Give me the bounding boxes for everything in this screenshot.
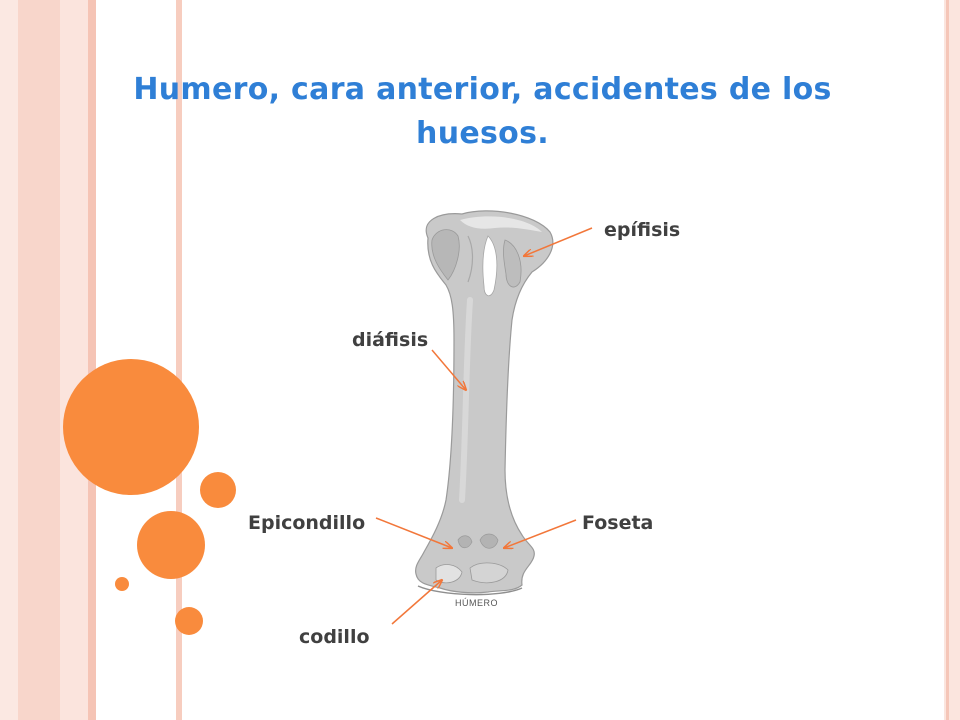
side-band-5	[176, 0, 182, 720]
distal-shadow	[417, 585, 523, 596]
label-foseta: Foseta	[582, 512, 654, 534]
arrow-codillo	[391, 580, 442, 625]
small-orange-circle-2	[175, 607, 203, 635]
arrow-foseta	[504, 519, 577, 548]
lesser-tubercle	[503, 239, 522, 288]
medium-orange-circle	[137, 511, 205, 579]
bone-caption: HÚMERO	[455, 598, 498, 608]
radial-fossa	[457, 535, 473, 549]
large-orange-circle	[63, 359, 199, 495]
label-diafisis: diáfisis	[352, 329, 429, 351]
side-band-4	[88, 0, 96, 720]
side-band-3	[60, 0, 88, 720]
label-epifisis: epífisis	[604, 219, 681, 241]
label-codillo: codillo	[299, 626, 370, 648]
shaft-highlight	[459, 297, 473, 503]
greater-tubercle	[431, 229, 460, 281]
tiny-orange-circle	[115, 577, 129, 591]
side-band-1	[0, 0, 18, 720]
arrow-diafisis	[431, 349, 466, 390]
bicipital-groove	[482, 235, 498, 297]
coronoid-fossa	[479, 533, 499, 549]
arrow-epifisis	[524, 227, 593, 256]
side-band-2	[18, 0, 60, 720]
head-ridge	[467, 235, 474, 283]
humeral-head-highlight	[460, 216, 542, 232]
right-border-line	[946, 0, 949, 720]
label-epicondillo: Epicondillo	[248, 512, 366, 534]
slide-title: Humero, cara anterior, accidentes de los…	[133, 72, 832, 151]
humerus-bone	[415, 210, 554, 594]
capitulum	[469, 562, 509, 584]
arrow-epicondillo	[375, 517, 452, 548]
small-orange-circle-1	[200, 472, 236, 508]
